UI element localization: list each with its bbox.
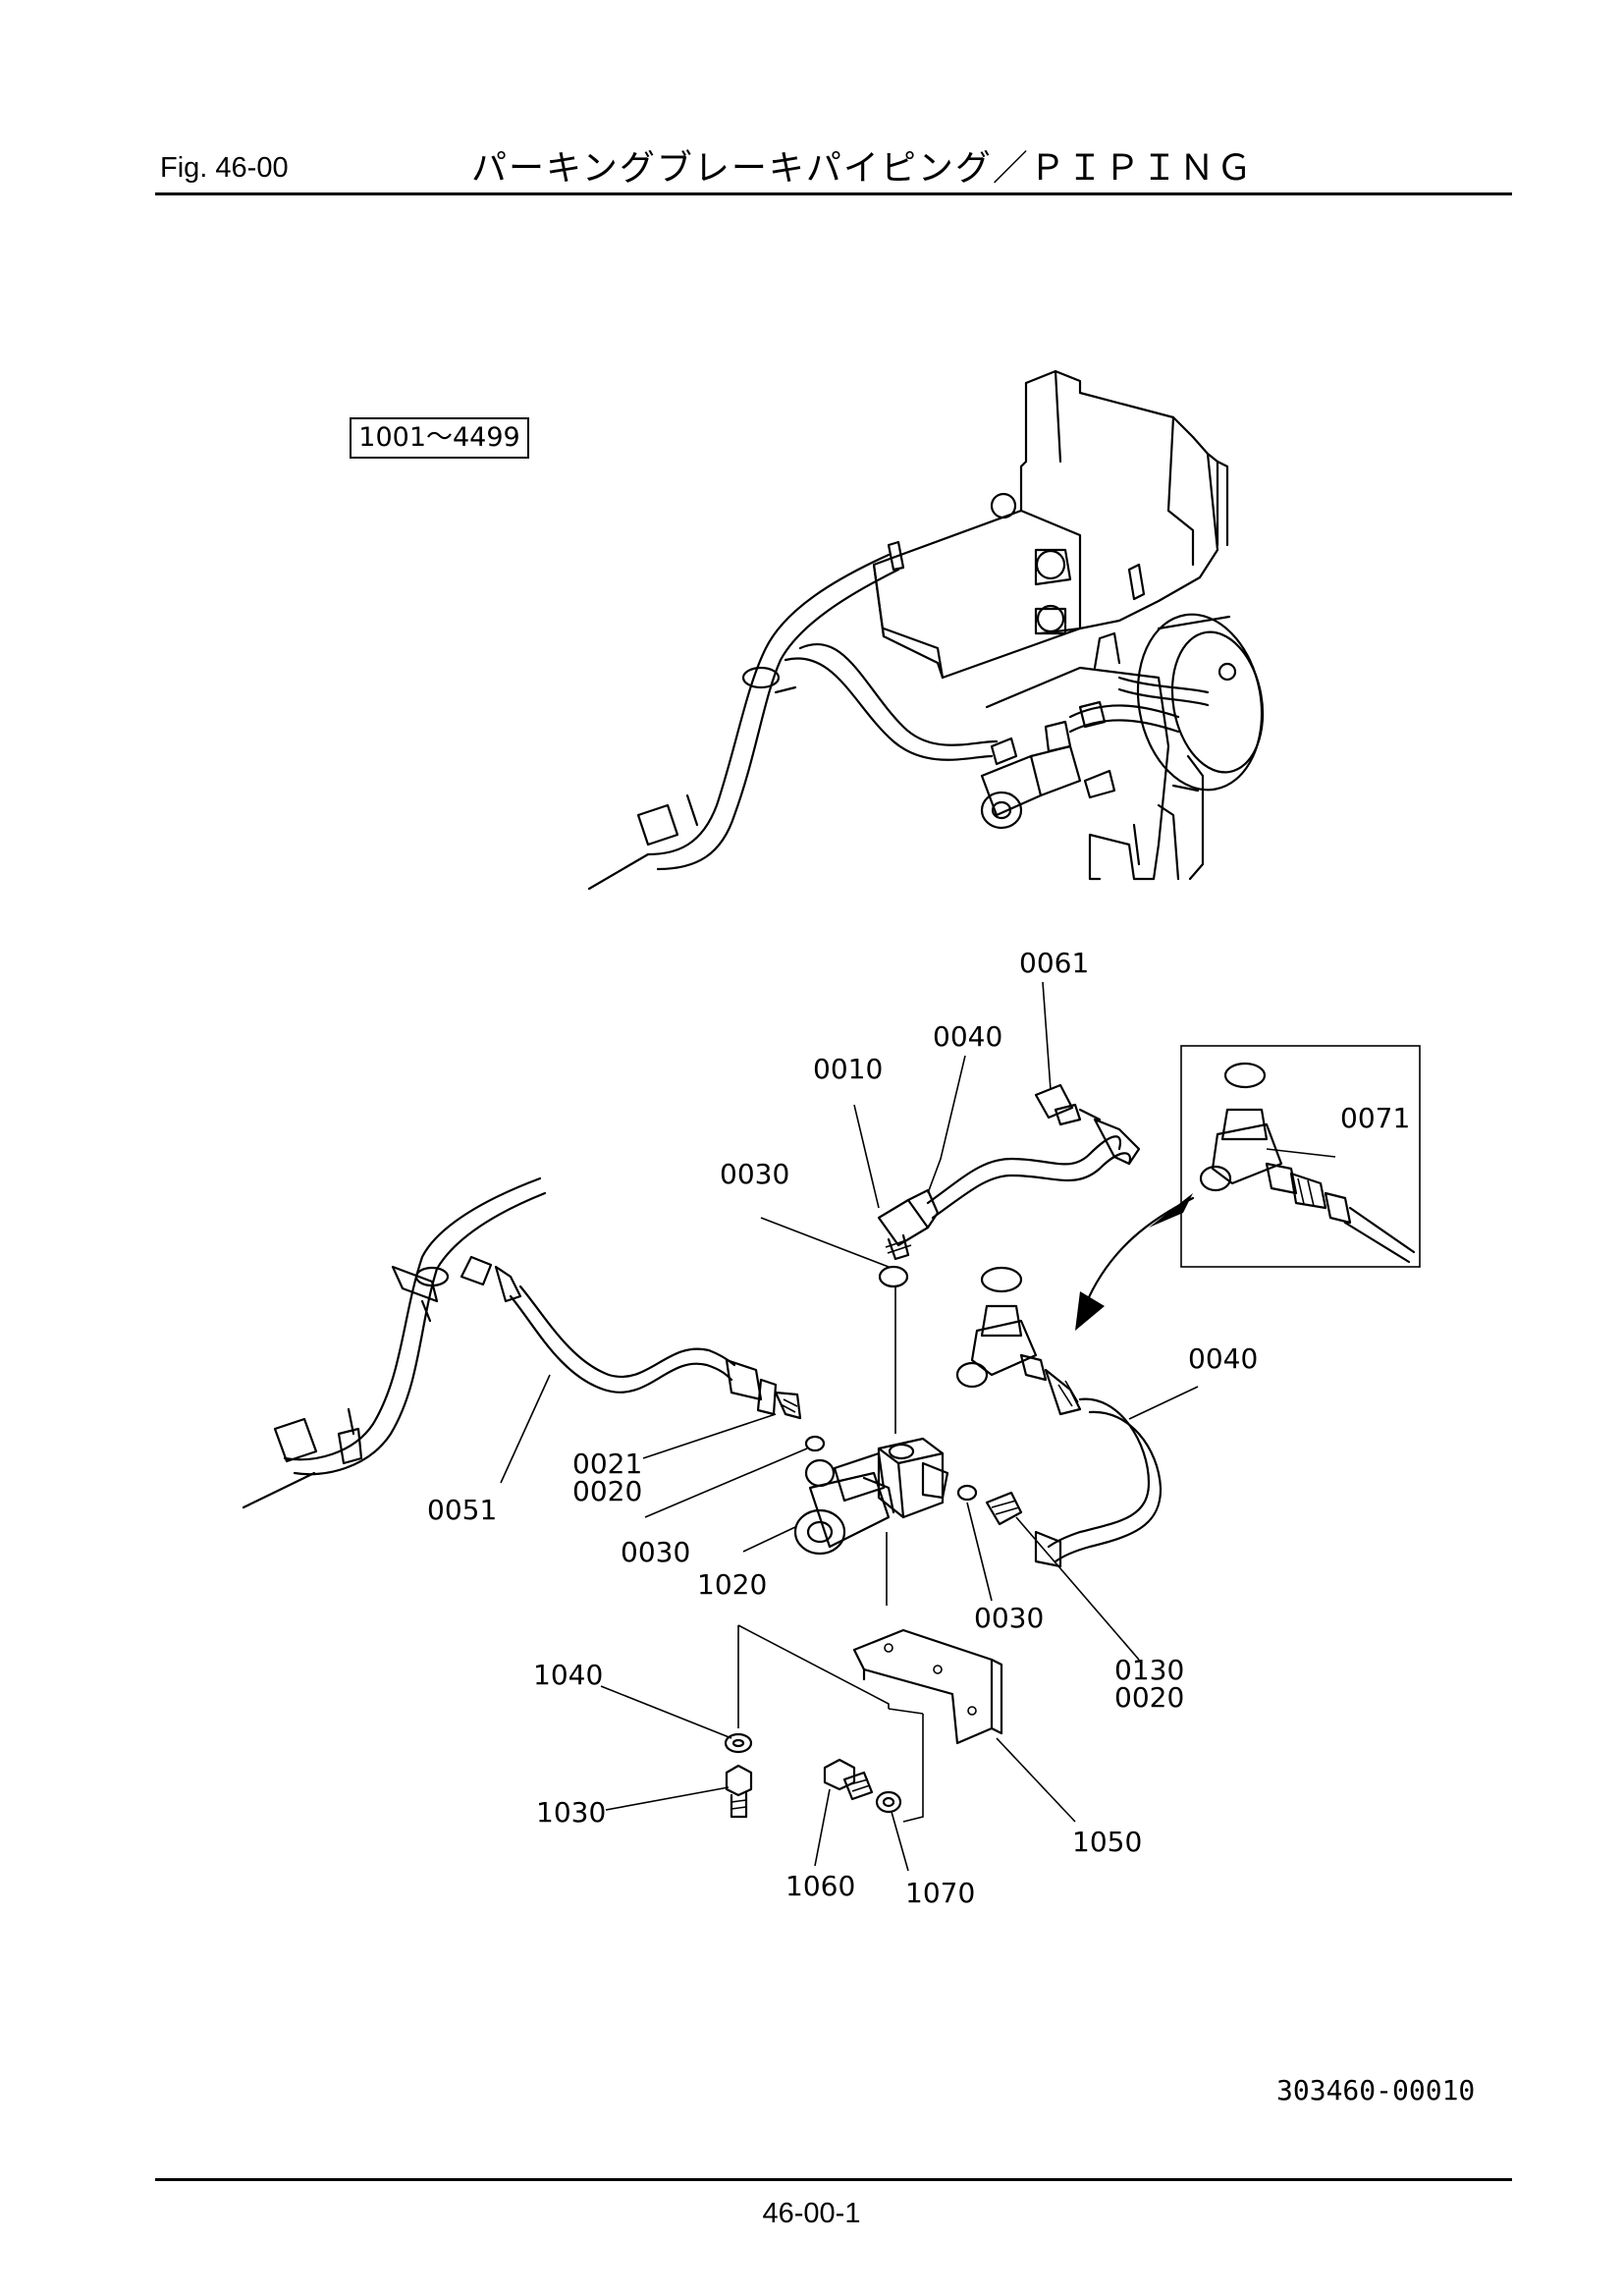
callout-0040-top: 0040 [933, 1020, 1002, 1053]
callout-0010: 0010 [813, 1053, 883, 1085]
header-rule [155, 192, 1512, 195]
callout-1020: 1020 [697, 1568, 767, 1601]
callout-0020-right: 0020 [1114, 1681, 1184, 1714]
callout-1050: 1050 [1072, 1826, 1142, 1858]
callout-0021: 0021 [572, 1448, 642, 1480]
callout-1040: 1040 [533, 1659, 603, 1691]
callout-0051: 0051 [427, 1494, 497, 1526]
drawing-code: 303460-00010 [1276, 2074, 1476, 2106]
callout-0030-right: 0030 [974, 1602, 1044, 1634]
exploded-view: 0061 0040 0010 0030 0071 0040 0021 0020 … [242, 947, 1421, 1909]
serial-range-box: 1001～4499 [350, 417, 529, 459]
callout-0040-right: 0040 [1188, 1342, 1258, 1375]
callout-1060: 1060 [785, 1870, 855, 1902]
figure-label: Fig. 46-00 [160, 152, 289, 184]
callout-0130: 0130 [1114, 1654, 1184, 1686]
footer-rule [155, 2178, 1512, 2181]
callout-1030: 1030 [536, 1796, 606, 1829]
assembly-overview [587, 369, 1265, 891]
callout-0061: 0061 [1019, 947, 1089, 979]
callout-1070: 1070 [905, 1877, 975, 1909]
callout-0020-left: 0020 [572, 1475, 642, 1507]
page-title: パーキングブレーキパイピング／ＰＩＰＩＮＧ [471, 148, 1254, 189]
callout-0030-left: 0030 [621, 1536, 690, 1568]
callout-0071: 0071 [1340, 1102, 1410, 1134]
page-number: 46-00-1 [762, 2198, 861, 2229]
callout-0030-top: 0030 [720, 1158, 789, 1190]
